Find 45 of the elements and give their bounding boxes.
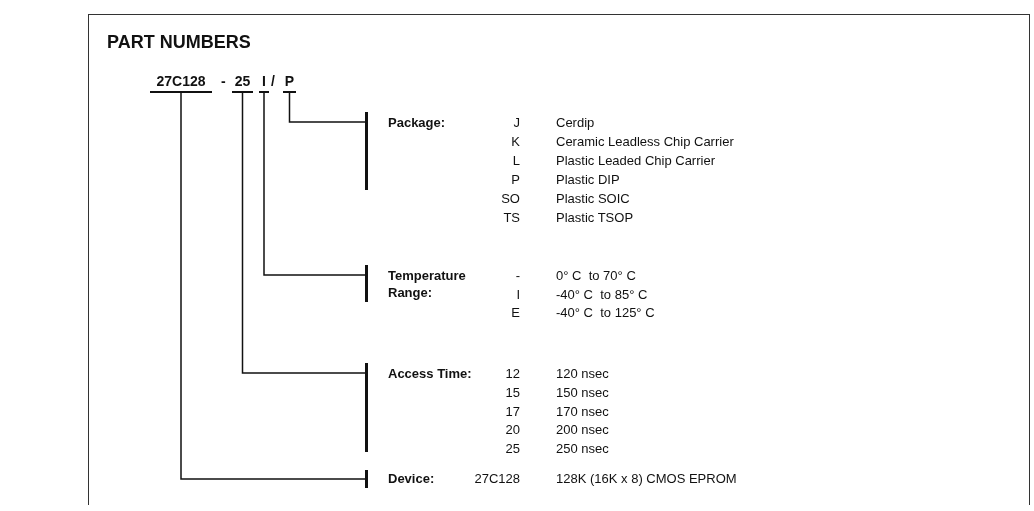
part-number-segment: 27C128	[150, 73, 212, 93]
description-text: Plastic DIP	[556, 171, 620, 188]
code-text: -	[514, 267, 520, 284]
code-text: I	[515, 285, 520, 303]
description-text: 170 nsec	[556, 402, 609, 420]
connector-line	[180, 92, 366, 480]
description-text: Plastic SOIC	[556, 190, 630, 207]
connector-line	[288, 92, 366, 123]
separator-text: /	[271, 73, 275, 89]
description-text: -40° C to 125° C	[556, 304, 655, 321]
code-text: SO	[500, 190, 520, 207]
code-text: J	[512, 114, 520, 131]
code-text: 15	[504, 383, 520, 401]
description-text: Ceramic Leadless Chip Carrier	[556, 133, 734, 150]
field-heading: Temperature Range:	[365, 265, 485, 302]
description-text: Plastic Leaded Chip Carrier	[556, 152, 715, 169]
field-heading: Package:	[365, 112, 485, 190]
code-text: 17	[504, 402, 520, 420]
description-text: 150 nsec	[556, 383, 609, 401]
field-heading: Access Time:	[365, 363, 485, 452]
code-text: 20	[504, 421, 520, 439]
description-text: 0° C to 70° C	[556, 267, 636, 284]
code-text: 12	[504, 365, 520, 382]
description-text: Plastic TSOP	[556, 209, 634, 226]
code-text: L	[511, 152, 520, 169]
description-text: Cerdip	[556, 114, 595, 131]
description-text: 250 nsec	[556, 440, 609, 457]
code-text: 25	[504, 440, 520, 457]
title: PART NUMBERS	[107, 32, 251, 53]
code-text: P	[510, 171, 520, 188]
part-number-segment: I	[259, 73, 269, 93]
code-text: TS	[502, 209, 520, 226]
code-text: 27C128	[473, 470, 520, 487]
separator-text: -	[221, 73, 226, 89]
description-text: 120 nsec	[556, 365, 609, 382]
code-text: E	[510, 304, 520, 321]
field-heading: Device:	[365, 470, 455, 488]
connector-line	[241, 92, 366, 374]
part-number-segment: P	[283, 73, 296, 93]
code-text: K	[510, 133, 520, 150]
part-number-segment: 25	[232, 73, 253, 93]
description-text: 128K (16K x 8) CMOS EPROM	[556, 470, 737, 487]
description-text: 200 nsec	[556, 421, 609, 439]
connector-line	[263, 92, 366, 276]
description-text: -40° C to 85° C	[556, 285, 648, 303]
